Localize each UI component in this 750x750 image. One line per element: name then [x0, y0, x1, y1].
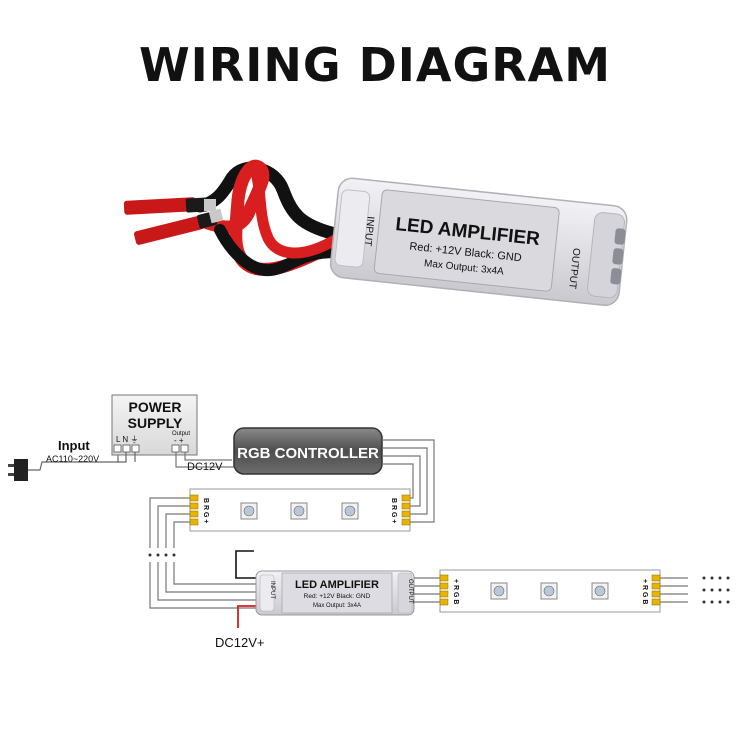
amp-12v-wire [237, 605, 258, 628]
strip2-led-3 [591, 582, 609, 600]
schematic-amp-spec: Red: +12V Black: GND [304, 593, 371, 600]
led-strip-2: + R G B + R G B [439, 569, 661, 613]
amp-gnd-wire [235, 550, 258, 579]
rgb-controller-label: RGB CONTROLLER [237, 445, 379, 462]
strip1-led-1 [240, 502, 258, 520]
strip2-continuation-dots [702, 576, 730, 604]
strip1-continuation-dots [148, 553, 176, 557]
photo-wire-ends [123, 197, 224, 245]
photo-amp-output-label: OUTPUT [566, 247, 581, 289]
strip2-output-wires [660, 577, 688, 603]
photo-amplifier-body: LED AMPLIFIER Red: +12V Black: GND Max O… [329, 177, 628, 307]
schematic-amp-output-label: OUTPUT [407, 579, 413, 604]
power-supply: POWER SUPPLY L N ⏚ Output - + [111, 394, 198, 456]
power-supply-output-label: Output [172, 431, 190, 437]
power-supply-output-terminals: - + [174, 436, 184, 445]
strip2-led-2 [540, 582, 558, 600]
dc12v-label: DC12V [187, 461, 223, 473]
strip1-right-pins: B R G + [390, 498, 397, 523]
power-plug [8, 446, 119, 481]
page-title: WIRING DIAGRAM [138, 38, 612, 92]
strip1-led-2 [290, 502, 308, 520]
amplifier-to-strip2-wires [414, 577, 440, 603]
schematic-amp-title: LED AMPLIFIER [295, 579, 379, 591]
rgb-controller: RGB CONTROLLER [233, 427, 383, 475]
strip2-left-pins: + R G B [452, 579, 459, 604]
power-supply-terminals: L N ⏚ [116, 435, 138, 444]
strip1-led-3 [341, 502, 359, 520]
schematic-amp-input-label: INPUT [269, 581, 275, 599]
strip2-led-1 [490, 582, 508, 600]
strip1-left-pins: B R G + [202, 498, 209, 523]
strip1-to-amplifier-wires [149, 497, 258, 609]
power-supply-line2: SUPPLY [128, 415, 183, 431]
led-strip-1: B R G + B R G + [189, 488, 411, 532]
photo-wires [193, 159, 342, 277]
photo-amp-input-label: INPUT [362, 216, 376, 247]
strip2-right-pins: + R G B [641, 579, 648, 604]
input-voltage-label: AC110~220V [46, 454, 99, 464]
amplifier-photo: LED AMPLIFIER Red: +12V Black: GND Max O… [123, 159, 628, 307]
dc12v-plus-label: DC12V+ [215, 635, 265, 650]
schematic-amp-max-output: Max Output: 3x4A [313, 603, 361, 609]
schematic-amplifier: LED AMPLIFIER Red: +12V Black: GND Max O… [255, 570, 415, 616]
power-supply-line1: POWER [129, 399, 182, 415]
input-label: Input [58, 438, 90, 453]
